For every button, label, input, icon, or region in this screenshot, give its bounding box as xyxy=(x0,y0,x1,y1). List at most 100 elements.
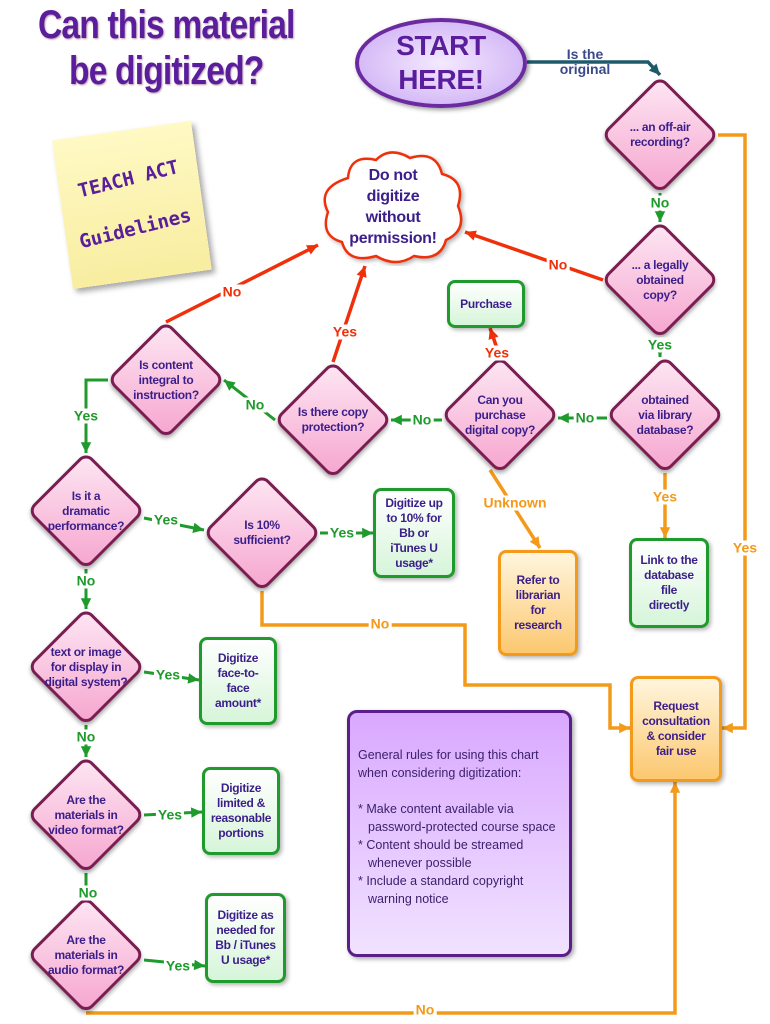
node-librarian: Refer to librarian for research xyxy=(498,550,578,656)
decision-audio: Are the materials in audio format? xyxy=(26,895,146,1015)
node-text: text or image for display in digital sys… xyxy=(44,644,128,689)
node-purchase: Purchase xyxy=(447,280,525,328)
node-text: Can you purchase digital copy? xyxy=(464,392,536,437)
general-rules-box: General rules for using this chart when … xyxy=(347,710,572,957)
edge-label: No xyxy=(413,1001,437,1018)
connector-copy-prot-to-cloud xyxy=(331,265,367,363)
edge-label: No xyxy=(546,256,570,273)
node-text: Are the materials in audio format? xyxy=(47,932,125,977)
edge-label: No xyxy=(648,194,672,211)
node-text: obtained via library database? xyxy=(636,392,694,437)
arrowhead-icon xyxy=(362,527,373,539)
connector-integral-to-cloud xyxy=(165,243,319,324)
decision-text-image: text or image for display in digital sys… xyxy=(26,607,146,727)
arrowhead-icon xyxy=(648,63,660,75)
arrowhead-icon xyxy=(619,722,630,734)
node-text: Digitize face-to- face amount* xyxy=(215,651,261,710)
arrowhead-icon xyxy=(80,442,92,453)
arrowhead-icon xyxy=(669,782,681,793)
node-text: Are the materials in video format? xyxy=(48,792,124,837)
edge-label: Yes xyxy=(730,539,760,556)
node-text: ... an off-air recording? xyxy=(629,120,691,149)
connector-off-air-to-request xyxy=(718,133,747,730)
page-title: Can this material be digitized? xyxy=(38,3,295,93)
sticky-note-line-2: Guidelines xyxy=(77,204,194,254)
node-text: Request consultation & consider fair use xyxy=(642,699,710,758)
arrowhead-icon xyxy=(488,328,499,340)
decision-library: obtained via library database? xyxy=(605,355,725,475)
edge-label: No xyxy=(74,728,98,745)
edge-label: Yes xyxy=(71,407,101,424)
rule-item: * Include a standard copyright warning n… xyxy=(358,874,524,906)
node-text: Link to the database file directly xyxy=(640,553,698,612)
edge-label: Yes xyxy=(650,488,680,505)
arrowhead-icon xyxy=(187,673,199,684)
node-text: Do not digitize without permission! xyxy=(349,167,437,247)
arrowhead-icon xyxy=(659,527,671,538)
rule-item: * Make content available via password-pr… xyxy=(358,802,556,834)
edge-label: No xyxy=(74,572,98,589)
decision-integral: Is content integral to instruction? xyxy=(106,320,226,440)
cloud-shape xyxy=(323,151,463,264)
edge-label: No xyxy=(368,615,392,632)
node-limited: Digitize limited & reasonable portions xyxy=(202,767,280,855)
rules-heading: General rules for using this chart when … xyxy=(358,748,539,780)
decision-off-air: ... an off-air recording? xyxy=(600,75,720,195)
decision-legal: ... a legally obtained copy? xyxy=(600,220,720,340)
node-link: Link to the database file directly xyxy=(629,538,709,628)
rule-item: * Content should be streamed whenever po… xyxy=(358,838,524,870)
edge-label: Yes xyxy=(153,666,183,683)
decision-copy-prot: Is there copy protection? xyxy=(273,360,393,480)
node-start: START HERE! xyxy=(355,18,527,108)
node-text: Digitize as needed for Bb / iTunes U usa… xyxy=(215,908,276,967)
arrowhead-icon xyxy=(529,536,540,548)
edge-label: No xyxy=(410,411,434,428)
node-text: Purchase xyxy=(460,296,512,311)
node-text: Is content integral to instruction? xyxy=(133,357,199,402)
edge-label: Yes xyxy=(327,524,357,541)
decision-video: Are the materials in video format? xyxy=(26,755,146,875)
edge-label: No xyxy=(243,396,267,413)
edge-label: No xyxy=(573,409,597,426)
arrowhead-icon xyxy=(722,722,733,734)
decision-ten-pct: Is 10% sufficient? xyxy=(202,473,322,593)
edge-label: Yes xyxy=(330,323,360,340)
connector-audio-to-request xyxy=(86,782,677,1015)
edge-label: Unknown xyxy=(481,494,549,511)
node-text: ... a legally obtained copy? xyxy=(631,257,689,302)
sticky-note-line-1: TEACH ACT xyxy=(75,156,181,203)
arrowhead-icon xyxy=(465,230,477,241)
node-text: Digitize up to 10% for Bb or iTunes U us… xyxy=(385,495,443,570)
node-cloud: Do not digitize without permission! xyxy=(318,148,468,266)
edge-label: Yes xyxy=(151,511,181,528)
node-face: Digitize face-to- face amount* xyxy=(199,637,277,725)
edge-label: Yes xyxy=(163,957,193,974)
edge-label: Yes xyxy=(155,806,185,823)
node-text: START HERE! xyxy=(396,30,486,95)
arrowhead-icon xyxy=(80,598,92,609)
connector-legal-to-cloud xyxy=(464,230,604,282)
arrowhead-icon xyxy=(391,414,402,426)
node-text: Refer to librarian for research xyxy=(514,573,562,632)
node-text: Is 10% sufficient? xyxy=(233,518,291,547)
decision-dramatic: Is it a dramatic performance? xyxy=(26,451,146,571)
node-request: Request consultation & consider fair use xyxy=(630,676,722,782)
edge-label: Yes xyxy=(482,344,512,361)
edge-label: Yes xyxy=(645,336,675,353)
edge-label: Is the original xyxy=(559,46,611,77)
edge-label: No xyxy=(220,283,244,300)
connector-integral-to-dramatic xyxy=(84,378,108,453)
teach-act-sticky-note: TEACH ACT Guidelines xyxy=(52,120,212,290)
arrowhead-icon xyxy=(224,380,236,391)
node-as-needed: Digitize as needed for Bb / iTunes U usa… xyxy=(205,893,286,983)
arrowhead-icon xyxy=(192,522,204,533)
arrowhead-icon xyxy=(558,412,569,424)
node-text: Digitize limited & reasonable portions xyxy=(210,781,272,840)
decision-purchase-q: Can you purchase digital copy? xyxy=(440,355,560,475)
connector-ten-pct-to-request xyxy=(260,591,630,730)
node-digitize-10: Digitize up to 10% for Bb or iTunes U us… xyxy=(373,488,455,578)
arrowhead-icon xyxy=(190,807,202,818)
arrowhead-icon xyxy=(80,746,92,757)
arrowhead-icon xyxy=(306,245,318,255)
arrowhead-icon xyxy=(654,211,666,222)
